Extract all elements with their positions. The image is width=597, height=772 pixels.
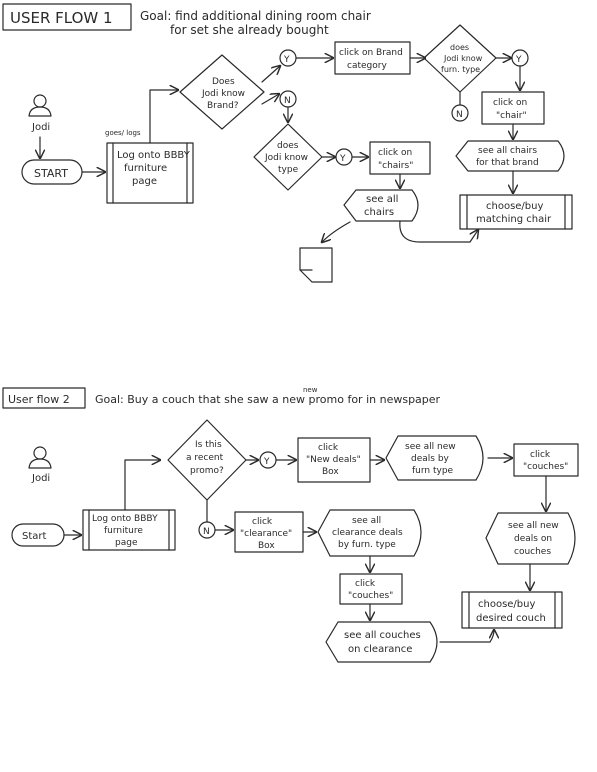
flow2-click-couches-top-line2: "couches" — [523, 462, 568, 472]
flow2-choose-buy-line1: choose/buy — [478, 599, 535, 610]
flow1-yes-brand-label: Y — [283, 55, 290, 65]
flow2-click-couches-top-line1: click — [530, 450, 551, 460]
flow2-see-new-deals-type — [385, 435, 484, 481]
flow1-start-label: START — [34, 167, 68, 180]
flow1-choose-buy-line2: matching chair — [476, 214, 552, 225]
flow2-see-new-deals-line3: furn type — [412, 466, 454, 476]
flow1-click-chair-line2: "chair" — [496, 111, 527, 121]
flow1-yes-type-label: Y — [339, 154, 346, 164]
flow1-click-chairs-line2: "chairs" — [378, 161, 413, 171]
flow1-furn-line1: does — [450, 43, 469, 52]
flow2-goal-insert: new — [303, 386, 318, 394]
flow1-yes-furn-label: Y — [515, 55, 522, 65]
flow2-no-promo-label: N — [203, 527, 210, 537]
flow2-logon-line1: Log onto BBBY — [92, 514, 158, 524]
flow2-title: User flow 2 — [8, 393, 70, 406]
flow2-goal: Goal: Buy a couch that she saw a new pro… — [95, 393, 441, 406]
flow1-choose-buy-chair — [459, 194, 573, 230]
flow2-choose-buy-couch — [461, 591, 563, 629]
flow2-see-new-couch-line2: deals on — [514, 534, 552, 544]
flow1-logon-line1: Log onto BBBY — [117, 150, 191, 161]
flow2-see-new-couch-deals — [485, 512, 576, 565]
flow2-clearance-line2: "clearance" — [240, 529, 292, 539]
flow1-furn-line2: Jodi know — [443, 54, 483, 63]
flow1-logon-note: goes/ logs — [105, 129, 141, 137]
flow2-promo-line2: a recent — [186, 453, 224, 463]
flow2-see-clearance-line2: clearance deals — [332, 528, 403, 538]
flow1-no-brand-label: N — [284, 96, 291, 106]
flow1-type-line1: does — [277, 141, 299, 151]
flow1-no-furn-label: N — [456, 110, 463, 120]
flow1-click-chair-line1: click on — [493, 98, 527, 108]
flow1-off-page-connector — [299, 247, 333, 283]
flow1-logon-line2: furniture — [124, 163, 167, 174]
flow2-clearance-line1: click — [252, 517, 273, 527]
persona-label-2: Jodi — [31, 473, 50, 484]
flow1-title-frame — [2, 3, 132, 31]
flow1-brand-category-line1: click on Brand — [339, 48, 403, 58]
flow2-promo-line1: Is this — [195, 440, 222, 450]
flow2-see-new-deals-line1: see all new — [405, 442, 456, 452]
persona-label-1: Jodi — [31, 122, 50, 133]
flow1-type-line3: type — [278, 165, 299, 175]
flow2-see-clearance-line1: see all — [352, 516, 381, 526]
flow2-click-couches-mid-line1: click — [355, 579, 376, 589]
flow1-see-chairs-brand-line2: for that brand — [476, 158, 539, 168]
flow1-brand-line2: Jodi know — [201, 89, 245, 99]
persona-icon-1 — [28, 94, 52, 117]
flow1-choose-buy-line1: choose/buy — [486, 201, 543, 212]
flow2-header: User flow 2 Goal: Buy a couch that she s… — [2, 386, 441, 409]
flow1-brand-category-line2: category — [347, 61, 387, 71]
flow2-see-new-deals-line2: deals by — [411, 454, 450, 464]
flow1-decision-brand — [179, 54, 265, 130]
flow2-see-clearance-couches — [325, 621, 438, 663]
flow2-logon-line3: page — [115, 538, 138, 548]
flow1-brand-line1: Does — [212, 77, 235, 87]
flow1-furn-line3: furn. type — [441, 65, 480, 74]
flow2-choose-buy-line2: desired couch — [476, 613, 546, 624]
flow1-type-line2: Jodi know — [264, 153, 308, 163]
flow1-see-all-chairs-line1: see all — [366, 194, 398, 205]
flow1-decision-type — [253, 123, 323, 191]
flow1-header: USER FLOW 1 Goal: find additional dining… — [2, 3, 371, 37]
flow2-see-clearance-couches-line2: on clearance — [348, 644, 412, 655]
flow2-see-new-couch-line1: see all new — [508, 521, 559, 531]
flow1-see-chairs-brand — [455, 140, 565, 172]
flow1-no-furn — [451, 104, 469, 122]
flow2-promo-line3: promo? — [190, 466, 224, 476]
flow2-new-deals-line1: click — [318, 443, 339, 453]
flow2-see-clearance-type — [317, 509, 422, 557]
flow1-see-all-chairs — [343, 189, 419, 222]
flow1-logon-line3: page — [132, 176, 157, 187]
flow2-click-couches-mid — [339, 573, 403, 605]
flow1-see-all-chairs-line2: chairs — [364, 207, 394, 218]
flow2-new-deals-line3: Box — [322, 467, 339, 477]
flow1-goal-line1: Goal: find additional dining room chair — [140, 9, 371, 23]
persona-icon-2 — [28, 446, 52, 469]
flow2-see-new-couch-line3: couches — [514, 547, 551, 557]
flow2-new-deals-line2: "New deals" — [306, 455, 361, 465]
flow2-see-clearance-line3: by furn. type — [338, 540, 396, 550]
flow2-clearance-line3: Box — [258, 541, 275, 551]
flow1-see-chairs-brand-line1: see all chairs — [478, 146, 537, 156]
flow1-goal-line2: for set she already bought — [170, 23, 329, 37]
flow2-yes-promo-label: Y — [263, 457, 270, 467]
flow1-click-chairs-line1: click on — [378, 148, 412, 158]
flow2-logon-box — [82, 509, 176, 551]
flow1-title: USER FLOW 1 — [10, 9, 113, 27]
flow2-logon-line2: furniture — [104, 526, 143, 536]
flow2-title-frame — [2, 387, 86, 409]
flow2-click-couches-mid-line2: "couches" — [348, 591, 393, 601]
flow2-start-label: Start — [22, 531, 47, 542]
flow1-brand-line3: Brand? — [207, 101, 239, 111]
flow2-see-clearance-couches-line1: see all couches — [344, 630, 421, 641]
